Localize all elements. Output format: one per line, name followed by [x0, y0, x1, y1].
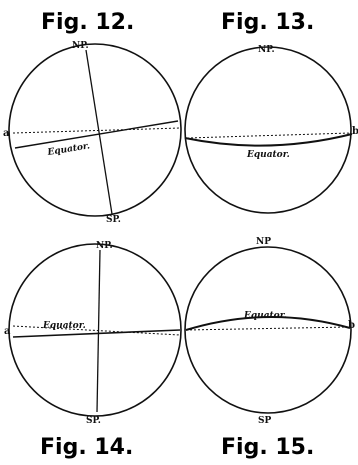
fig-12-globe: NP. SP. Equator. a — [3, 41, 181, 225]
horizon-dashed-line — [187, 133, 351, 138]
globe-outline — [185, 247, 351, 413]
equator-label: Equator. — [46, 141, 91, 158]
fig-13-globe: NP. Equator. b — [185, 45, 358, 213]
horizon-dashed-line — [186, 327, 350, 330]
fig-14-globe: NP. SP. Equator. a — [4, 241, 181, 426]
point-b-label: b — [348, 320, 355, 331]
south-pole-label: SP — [258, 416, 271, 426]
north-pole-label: NP — [256, 237, 271, 247]
north-pole-label: NP. — [96, 241, 113, 251]
point-b-label: b — [352, 126, 358, 137]
south-pole-label: SP. — [106, 215, 121, 225]
equator-label: Equator. — [243, 311, 287, 321]
globe-outline — [185, 47, 351, 213]
equator-label: Equator. — [246, 150, 290, 160]
equator-line — [15, 121, 178, 148]
equator-label: Equator. — [42, 321, 86, 331]
north-pole-label: NP. — [72, 41, 89, 51]
south-pole-label: SP. — [86, 416, 101, 426]
equator-line — [13, 330, 180, 337]
point-a-label: a — [4, 326, 11, 337]
globe-outline — [9, 44, 181, 216]
north-pole-label: NP. — [258, 45, 275, 55]
point-a-label: a — [3, 128, 10, 139]
fig-15-globe: NP SP Equator. b — [185, 237, 355, 426]
horizon-dashed-line — [13, 128, 181, 133]
globe-outline — [9, 244, 181, 416]
